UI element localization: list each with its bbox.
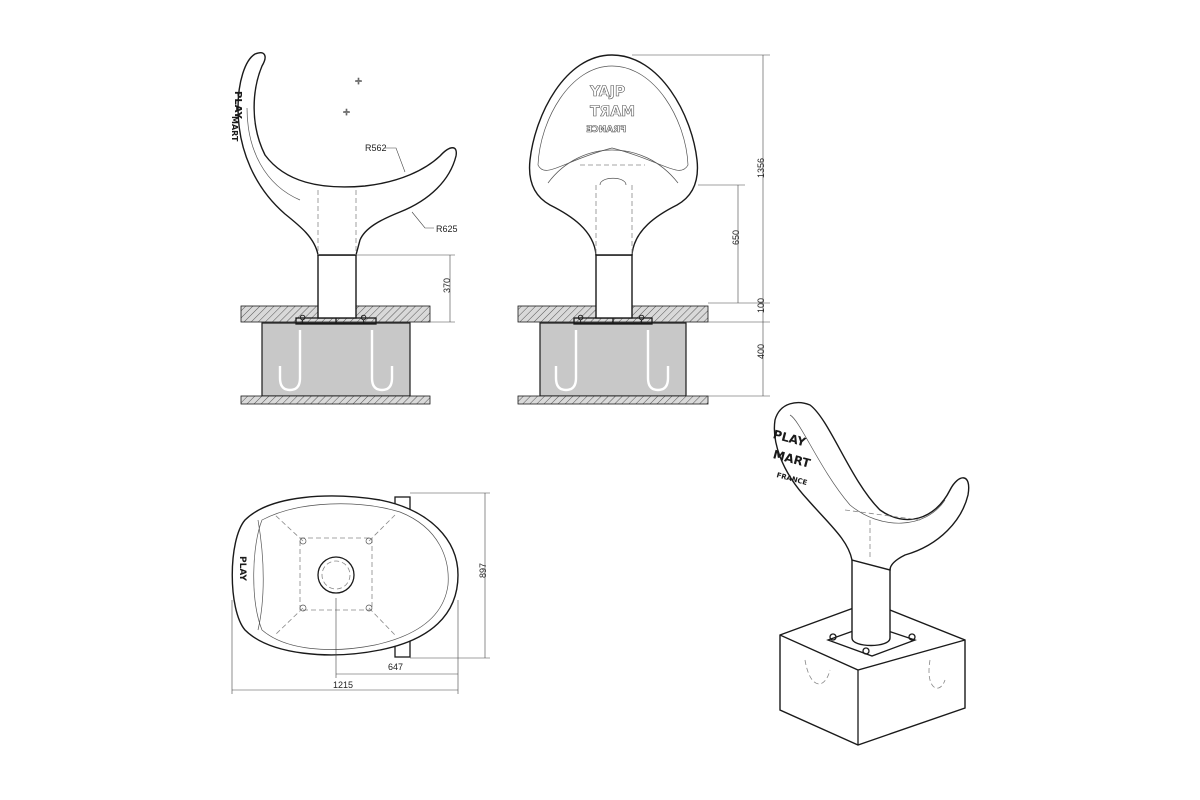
svg-text:MART: MART [230,116,239,142]
svg-text:PLAY: PLAY [232,91,243,119]
dim-seat-height: 650 [731,230,741,245]
rebar-hook [278,330,302,392]
dim-radius-inner: R562 [365,143,387,153]
dim-top-total-width: 1215 [333,680,353,690]
dim-top-depth: 897 [478,563,488,578]
isometric-view: PLAY MART FRANCE [771,402,970,746]
dim-radius-outer: R625 [436,224,458,234]
side-view: ⚲ ⚲ PLAY MART + + R562 R625 370 [230,52,458,405]
front-view: ⚲ ⚲ YAJP TЯAM ƎƆИAЯꟻ 1356 650 100 400 [517,54,770,405]
support-post [317,254,357,319]
foundation-block-left [261,322,411,397]
svg-text:PLAY: PLAY [237,556,247,581]
dim-top-partial: 647 [388,662,403,672]
support-post [595,254,633,319]
seat-top-outline [231,495,459,656]
seat-shell [528,54,699,256]
svg-text:⚲: ⚲ [638,314,645,325]
svg-text:⚲: ⚲ [299,314,306,325]
svg-text:ƎƆИAЯꟻ: ƎƆИAЯꟻ [586,125,626,135]
ground-base-left [240,395,431,405]
seat-shell [237,52,457,256]
svg-text:+: + [343,105,350,119]
post-top [317,556,355,594]
rebar-hook [370,330,394,392]
top-view: PLAY 897 647 1215 [231,492,490,694]
svg-text:⚲: ⚲ [360,314,367,325]
dim-foundation-height: 400 [756,344,766,359]
rebar-hook [554,330,578,392]
dim-post-height: 370 [442,278,452,293]
dim-ground-thickness: 100 [756,298,766,313]
rebar-hook [646,330,670,392]
ground-base-front [517,395,709,405]
svg-text:+: + [355,74,362,88]
dim-total-height: 1356 [756,158,766,178]
svg-text:YAJP: YAJP [589,84,625,100]
foundation-block-front [539,322,687,397]
svg-text:TЯAM: TЯAM [590,104,635,120]
svg-text:⚲: ⚲ [577,314,584,325]
seat-shell-iso [773,402,970,571]
support-post-iso [851,559,891,647]
